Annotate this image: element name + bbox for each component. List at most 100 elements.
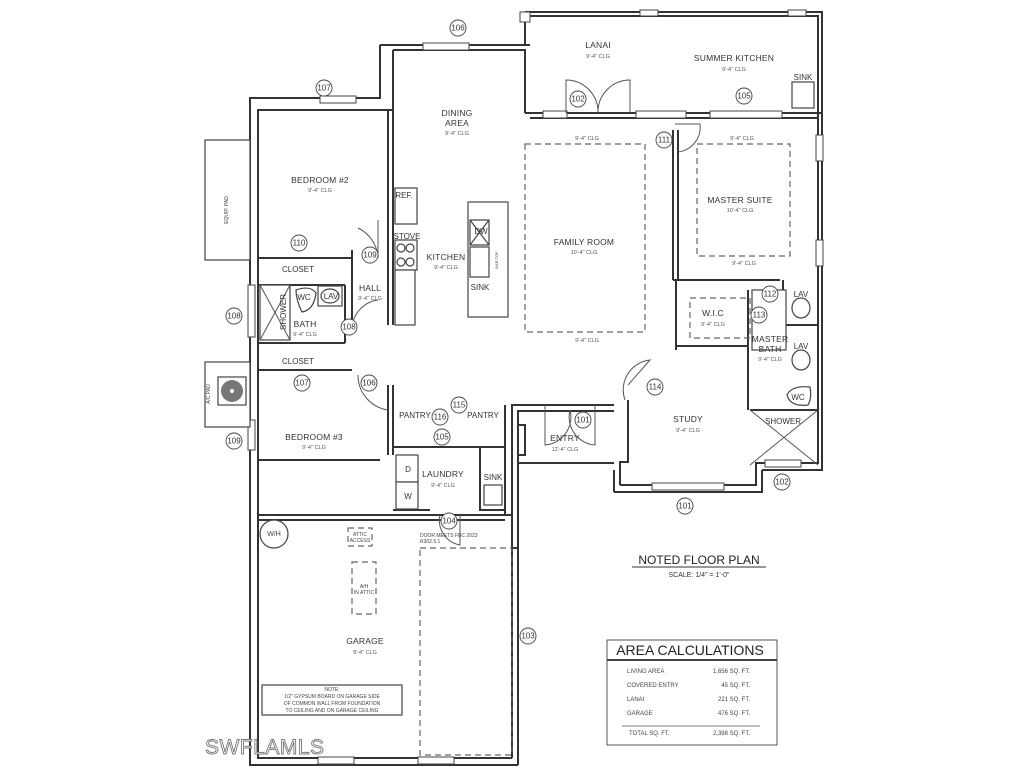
svg-text:EQUIP. PAD: EQUIP. PAD (224, 196, 230, 224)
area-title: AREA CALCULATIONS (616, 642, 764, 658)
svg-text:106: 106 (362, 379, 376, 388)
svg-text:CLOSET: CLOSET (282, 357, 314, 366)
svg-text:SINK: SINK (471, 283, 490, 292)
tag: 101 (574, 411, 592, 429)
svg-text:PANTRY: PANTRY (399, 411, 431, 420)
svg-text:SINK: SINK (794, 73, 813, 82)
svg-text:DOOR MEETS FBC 2023: DOOR MEETS FBC 2023 (420, 533, 478, 539)
room-wic: W.I.C (702, 308, 724, 318)
svg-text:105: 105 (737, 92, 751, 101)
svg-text:476 SQ. FT.: 476 SQ. FT. (718, 711, 750, 717)
svg-text:A/C PAD: A/C PAD (206, 384, 212, 404)
svg-text:109: 109 (227, 437, 241, 446)
svg-text:10'-4" CLG: 10'-4" CLG (571, 250, 598, 256)
svg-text:113: 113 (753, 311, 766, 320)
svg-text:101: 101 (576, 416, 590, 425)
watermark: SWFLAMLS (205, 736, 325, 759)
svg-text:9'-4" CLG: 9'-4" CLG (575, 338, 599, 344)
svg-text:CLOSET: CLOSET (282, 265, 314, 274)
tag: 110 (290, 234, 308, 252)
svg-text:109: 109 (363, 251, 377, 260)
svg-text:COVERED ENTRY: COVERED ENTRY (627, 683, 679, 689)
tag: 104 (440, 512, 458, 530)
svg-text:R302.5.1: R302.5.1 (420, 539, 441, 545)
svg-text:BATH: BATH (759, 344, 782, 354)
svg-text:2,398 SQ. FT.: 2,398 SQ. FT. (713, 731, 750, 737)
svg-text:IN ATTIC: IN ATTIC (354, 590, 375, 596)
svg-text:221 SQ. FT.: 221 SQ. FT. (718, 697, 750, 703)
room-family: FAMILY ROOM (554, 237, 614, 247)
svg-text:PANTRY: PANTRY (467, 411, 499, 420)
svg-text:105: 105 (435, 433, 449, 442)
svg-text:108: 108 (342, 323, 356, 332)
area-calculations-table: AREA CALCULATIONS LIVING AREA 1,656 SQ. … (606, 639, 778, 746)
svg-text:9'-4" CLG: 9'-4" CLG (758, 357, 782, 363)
svg-text:D: D (405, 465, 411, 474)
svg-text:9'-4" CLG: 9'-4" CLG (730, 136, 754, 142)
svg-text:111: 111 (658, 136, 671, 145)
room-hall: HALL (359, 283, 381, 293)
svg-text:102: 102 (571, 95, 585, 104)
interior-walls (258, 110, 818, 521)
svg-text:ATTIC: ATTIC (353, 532, 367, 538)
svg-text:LAV: LAV (794, 290, 809, 299)
tag: 108 (340, 318, 358, 336)
tag: 112 (761, 285, 779, 303)
tag: 106 (449, 19, 467, 37)
svg-text:GARAGE: GARAGE (627, 711, 653, 717)
tag: 115 (450, 396, 468, 414)
room-kitchen: KITCHEN (427, 252, 466, 262)
room-dining: DINING (442, 108, 473, 118)
svg-text:9'-4" CLG: 9'-4" CLG (302, 445, 326, 451)
tag: 109 (225, 432, 243, 450)
tag: 106 (360, 374, 378, 392)
svg-text:AREA: AREA (445, 118, 469, 128)
tag: 109 (361, 246, 379, 264)
tag: 114 (646, 378, 664, 396)
room-master-suite: MASTER SUITE (707, 195, 772, 205)
svg-text:LIVING AREA: LIVING AREA (627, 669, 664, 675)
svg-text:NOTE:: NOTE: (324, 687, 339, 693)
svg-text:REF.: REF. (395, 191, 412, 200)
svg-text:TOTAL SQ. FT.: TOTAL SQ. FT. (629, 731, 670, 737)
svg-text:10'-4" CLG: 10'-4" CLG (727, 208, 754, 214)
svg-text:SINK: SINK (484, 473, 503, 482)
svg-text:WC: WC (297, 293, 311, 302)
room-bedroom-3: BEDROOM #3 (285, 432, 343, 442)
tag: 102 (569, 90, 587, 108)
room-labels: LANAI 9'-4" CLG SUMMER KITCHEN 9'-4" CLG… (285, 40, 788, 656)
svg-text:1/2" GYPSUM BOARD ON GARAGE SI: 1/2" GYPSUM BOARD ON GARAGE SIDE (284, 694, 380, 700)
svg-text:SHOWER: SHOWER (765, 417, 801, 426)
svg-text:LANAI: LANAI (627, 697, 645, 703)
svg-text:110: 110 (293, 239, 306, 248)
tag: 101 (676, 497, 694, 515)
svg-text:OF COMMON WALL FROM FOUNDATION: OF COMMON WALL FROM FOUNDATION (284, 701, 381, 707)
room-master-bath: MASTER (752, 334, 789, 344)
svg-text:101: 101 (678, 502, 692, 511)
room-entry: ENTRY (550, 433, 580, 443)
windows (247, 9, 824, 765)
svg-text:9'-4" CLG: 9'-4" CLG (701, 322, 725, 328)
fixture-labels: REF. STOVE DW SINK SINK SINK CLOSET CLOS… (206, 73, 813, 714)
svg-text:W: W (404, 492, 412, 501)
svg-text:114: 114 (649, 383, 662, 392)
tag: 108 (225, 307, 243, 325)
plan-title: NOTED FLOOR PLAN (638, 553, 759, 567)
svg-text:112: 112 (764, 290, 777, 299)
svg-text:9'-4" CLG: 9'-4" CLG (293, 332, 317, 338)
room-garage: GARAGE (346, 636, 384, 646)
svg-text:TO CEILING AND ON GARAGE CEILI: TO CEILING AND ON GARAGE CEILING (286, 708, 379, 714)
svg-text:9'-4" CLG: 9'-4" CLG (434, 265, 458, 271)
svg-text:9'-4" CLG: 9'-4" CLG (676, 428, 700, 434)
svg-text:BAR TOP: BAR TOP (494, 251, 499, 269)
svg-text:ACCESS: ACCESS (350, 538, 371, 544)
svg-text:LAV: LAV (794, 342, 809, 351)
plan-title-block: NOTED FLOOR PLAN SCALE: 1/4" = 1'-0" (632, 553, 766, 579)
svg-text:DW: DW (474, 227, 488, 236)
svg-text:115: 115 (453, 401, 466, 410)
fixtures (204, 81, 819, 716)
svg-text:45 SQ. FT.: 45 SQ. FT. (721, 683, 750, 689)
svg-text:9'-4" CLG: 9'-4" CLG (575, 136, 599, 142)
svg-text:104: 104 (442, 517, 456, 526)
svg-text:9'-4" CLG: 9'-4" CLG (732, 261, 756, 267)
